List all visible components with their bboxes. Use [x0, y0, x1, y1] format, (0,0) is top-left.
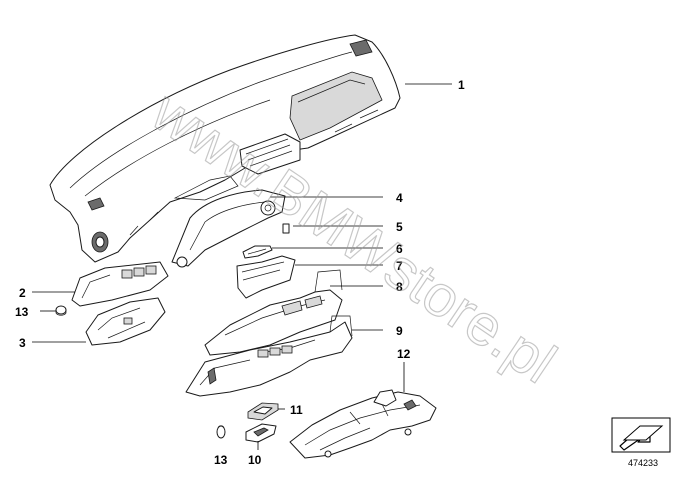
left-end-trim-part-2 [71, 261, 169, 307]
lower-panel-part-9 [185, 315, 353, 397]
callout-6: 6 [396, 242, 403, 256]
underbody-cover-part-12 [289, 389, 437, 459]
bracket-part-6 [242, 245, 273, 259]
callout-2: 2 [19, 286, 26, 300]
callout-13-upper: 13 [15, 305, 29, 319]
callout-5: 5 [396, 220, 403, 234]
callout-7: 7 [396, 259, 403, 273]
dashboard-carrier-part [49, 34, 401, 263]
callout-13-lower: 13 [214, 453, 228, 467]
plug-part-13-upper [55, 305, 67, 316]
clip-part-5 [282, 223, 290, 234]
callout-10: 10 [248, 453, 262, 467]
callout-1: 1 [458, 78, 465, 92]
callout-4: 4 [396, 191, 403, 205]
plug-part-13-lower [216, 425, 226, 439]
cover-part-10 [245, 423, 277, 443]
lower-trim-part-8 [204, 269, 343, 356]
callout-11: 11 [290, 403, 303, 417]
grommet-plate-part-11 [247, 402, 279, 421]
center-trim-part-7 [236, 255, 296, 299]
lower-left-cover-part-3 [85, 297, 166, 346]
orientation-arrow-box [611, 417, 671, 453]
callout-8: 8 [396, 280, 403, 294]
callout-12: 12 [397, 347, 411, 361]
callout-labels: 1 2 3 4 5 6 7 8 9 10 11 12 13 13 [15, 78, 465, 467]
callout-3: 3 [19, 336, 26, 350]
leader-lines [32, 83, 452, 450]
diagram-number: 474233 [628, 458, 658, 468]
callout-9: 9 [396, 324, 403, 338]
instrument-cluster-trim-part [171, 189, 286, 268]
